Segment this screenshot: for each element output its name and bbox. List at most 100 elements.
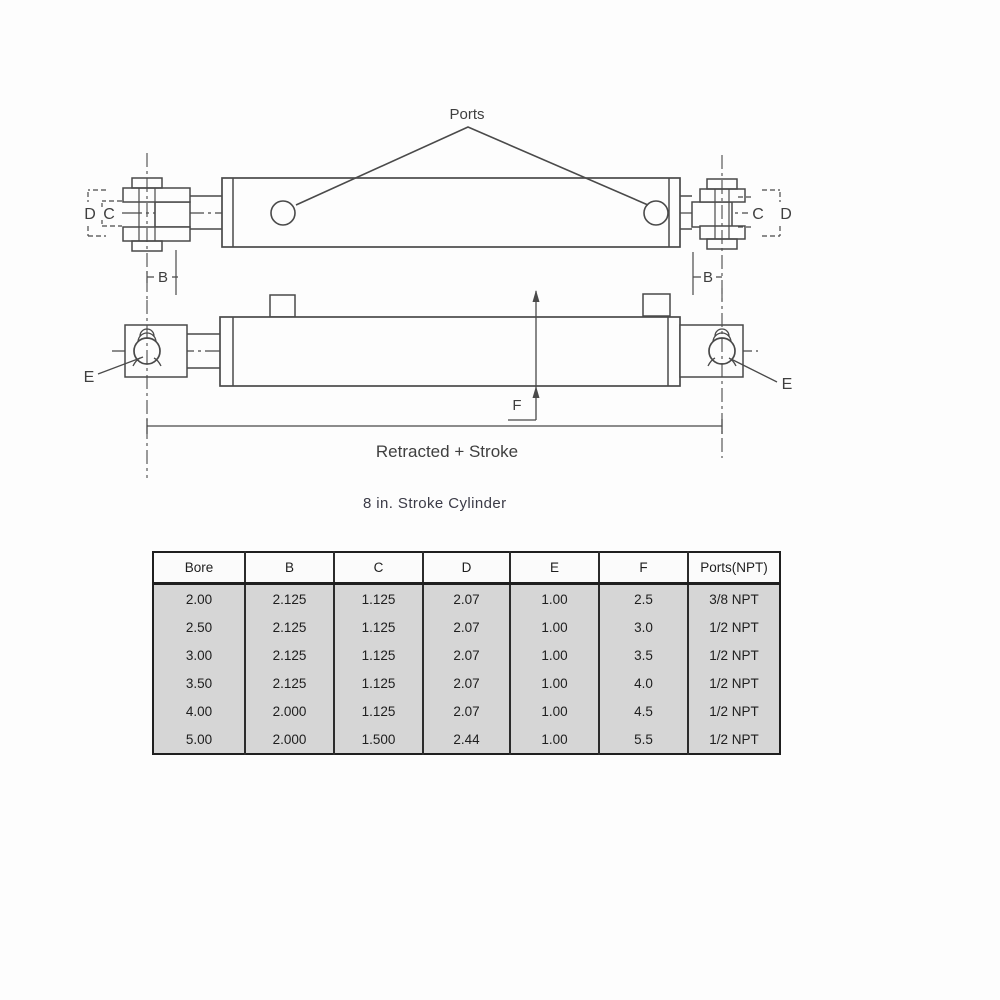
table-cell: 1.125 [333,697,423,725]
cross-tube-right [679,288,744,458]
table-cell: 1.125 [333,669,423,697]
clevis-left-pin-lines [138,188,156,241]
retracted-stroke-dim-line [146,419,723,434]
dim-b-left [146,250,178,295]
rod-right-top-view [680,195,692,230]
dim-f [508,290,540,421]
table-cell: 3.0 [598,613,688,641]
table-cell: 2.125 [244,641,334,669]
header-row: Bore B C D E F Ports(NPT) [153,552,780,585]
dim-e-right-leader [730,358,778,383]
dim-c-left-bracket [101,200,122,227]
table-cell: 4.5 [598,697,688,725]
dim-e-right-label: E [782,376,793,393]
table-cell: 2.125 [244,583,334,613]
col-header-ports-npt: Ports(NPT) [687,552,780,585]
dim-b-right-label: B [703,269,713,286]
table-cell: 3/8 NPT [687,583,780,613]
table-cell: 5.00 [153,725,245,754]
dim-d-right-bracket [762,189,781,237]
table-cell: 2.07 [422,641,510,669]
bottom-view: E E F Retracted + Stroke [84,288,793,478]
ports-leader-lines [295,126,649,206]
clevis-left-tang-top [122,187,191,203]
dim-d-right-label: D [780,206,792,223]
cross-tube-left [124,300,188,478]
table-cell: 2.00 [153,583,245,613]
cross-tube-right-body [679,324,744,378]
dim-f-arrow-bottom [532,386,540,398]
table-cell: 2.07 [422,583,510,613]
dim-brackets-right [738,189,781,237]
table-cell: 2.07 [422,669,510,697]
table-cell: 4.0 [598,669,688,697]
table-cell: 1.00 [509,697,599,725]
dim-f-arrow-top [532,290,540,302]
table-cell: 1.00 [509,583,599,613]
port-circle-right [643,200,669,226]
dim-c-right-bracket [738,196,752,228]
dim-b-right [692,252,722,295]
clevis-left-tang-bottom [122,226,191,242]
table-cell: 2.07 [422,613,510,641]
dim-d-left-bracket [87,189,106,237]
table-cell: 2.50 [153,613,245,641]
hydraulic-cylinder-drawing: Ports D C [84,106,793,478]
cross-tube-left-body [124,324,188,378]
table-cell: 2.44 [422,725,510,754]
table-cell: 5.5 [598,725,688,754]
table-cell: 1.125 [333,641,423,669]
col-header-b: B [244,552,334,585]
clevis-right-block [691,201,733,228]
table-cell: 1.00 [509,613,599,641]
dim-c-right-label: C [752,206,764,223]
clevis-left-block [154,201,191,228]
table-cell: 3.50 [153,669,245,697]
table-cell: 2.000 [244,725,334,754]
table-cell: 1/2 NPT [687,613,780,641]
table-cell: 1.00 [509,725,599,754]
table-cell: 2.125 [244,613,334,641]
col-header-bore: Bore [153,552,245,585]
dim-d-left-label: D [84,206,96,223]
spec-table-header: Bore B C D E F Ports(NPT) [153,552,780,585]
dim-c-left-label: C [103,206,115,223]
clevis-left [122,153,191,302]
rod-left-top-view [190,195,222,230]
table-cell: 1.125 [333,583,423,613]
col-header-d: D [422,552,510,585]
table-cell: 2.000 [244,697,334,725]
dim-b-left-label: B [158,269,168,286]
table-cell: 3.00 [153,641,245,669]
port-boss-right [642,293,671,317]
cylinder-body-top-view [221,177,681,248]
cylinder-body-bottom-view [219,316,681,387]
table-cell: 1/2 NPT [687,725,780,754]
top-view: Ports D C [84,106,792,302]
dim-e-left-leader [97,356,144,375]
table-cell: 3.5 [598,641,688,669]
dim-f-label: F [512,397,521,414]
table-cell: 1/2 NPT [687,669,780,697]
table-cell: 2.07 [422,697,510,725]
col-header-e: E [509,552,599,585]
table-cell: 1.00 [509,669,599,697]
table-cell: 1.500 [333,725,423,754]
drawing-title: 8 in. Stroke Cylinder [363,495,507,512]
dim-brackets-left [87,189,122,237]
table-cell: 4.00 [153,697,245,725]
table-cell: 1/2 NPT [687,697,780,725]
port-boss-left [269,294,296,318]
dim-e-left-label: E [84,369,95,386]
table-cell: 2.5 [598,583,688,613]
table-cell: 1.125 [333,613,423,641]
table-cell: 1.00 [509,641,599,669]
